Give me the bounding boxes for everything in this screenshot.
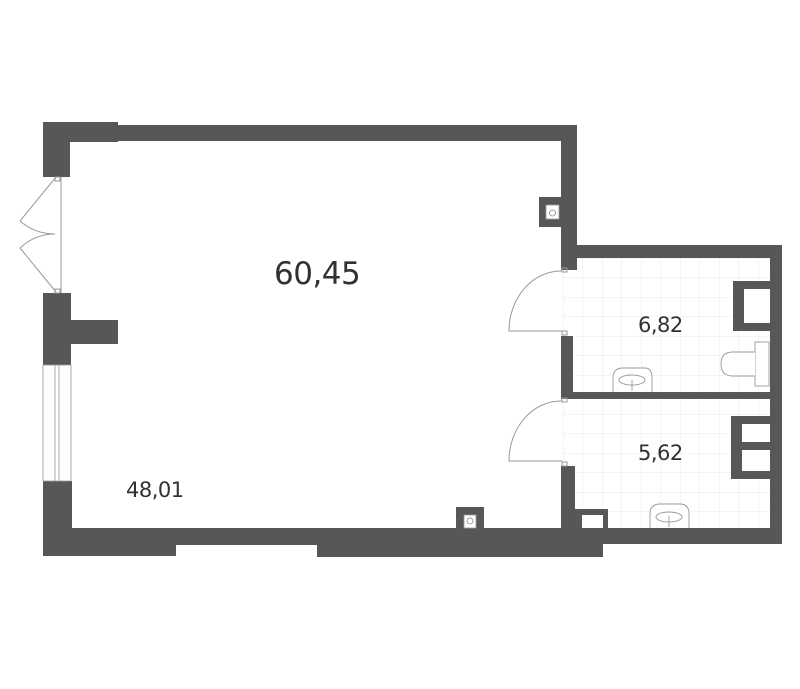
sink-icon xyxy=(612,367,690,528)
room-area-main: 60,45 xyxy=(274,256,361,292)
window-icon xyxy=(42,364,72,482)
entrance-door-icon xyxy=(19,176,62,294)
bathroom-door-icon xyxy=(508,267,568,467)
room-area-bathroom-2: 5,62 xyxy=(638,441,683,465)
room-area-bathroom-1: 6,82 xyxy=(638,313,683,337)
walls xyxy=(43,122,782,557)
riser-icon xyxy=(463,204,560,529)
room-area-secondary: 48,01 xyxy=(126,478,184,502)
toilet-icon xyxy=(720,341,770,387)
